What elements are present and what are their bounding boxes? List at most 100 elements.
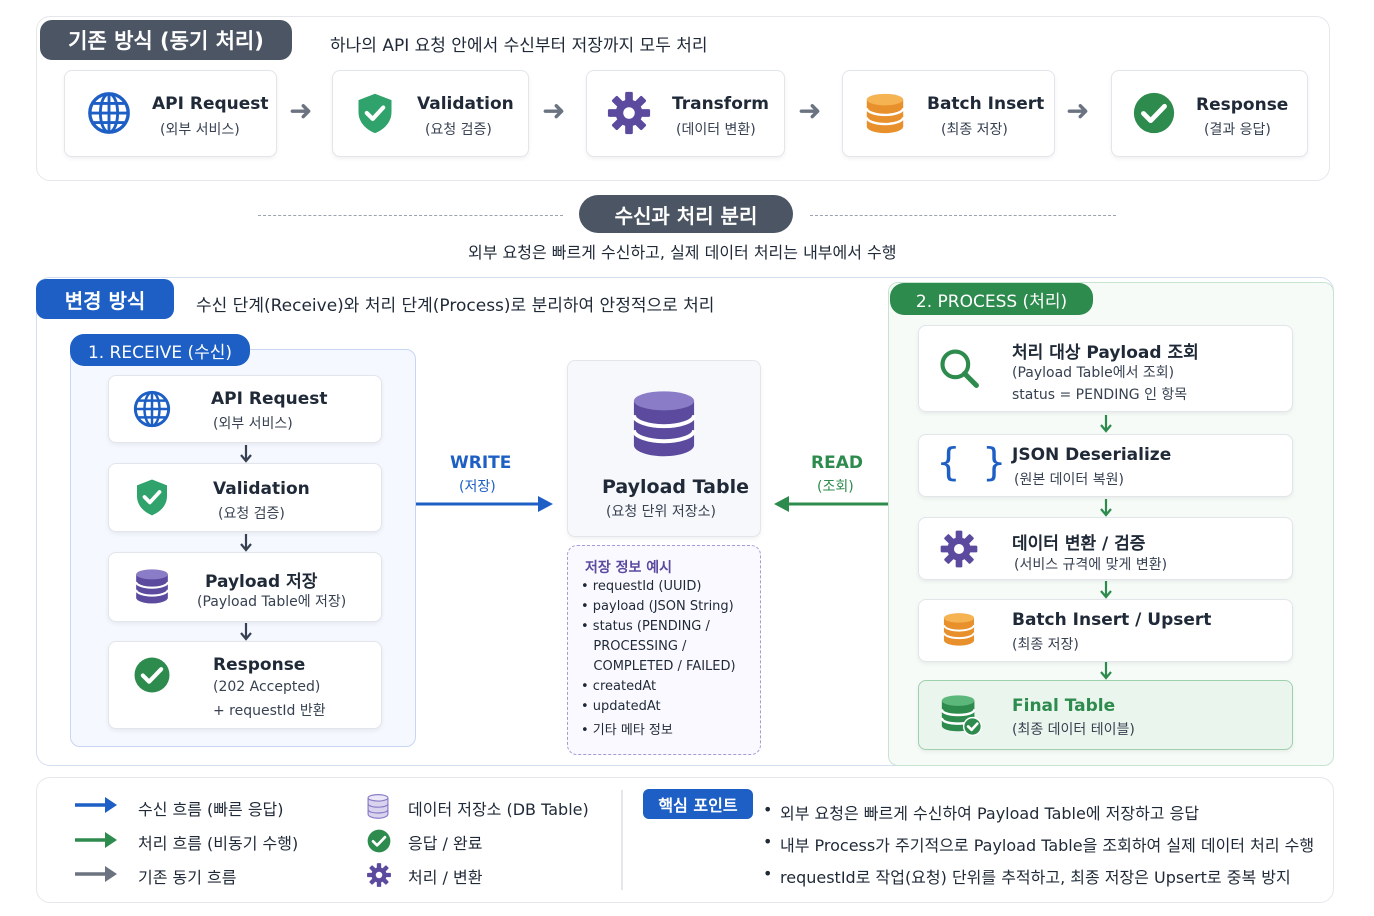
receive-step-sub: (Payload Table에 저장): [197, 594, 347, 610]
flow-arrow: ➜: [798, 94, 822, 127]
legend-item: 처리 / 변환: [408, 868, 483, 887]
legend-item: 데이터 저장소 (DB Table): [408, 800, 589, 819]
down-arrow: [1100, 581, 1112, 599]
process-step-sub: (최종 데이터 테이블): [1012, 722, 1135, 738]
legacy-step-title: Transform: [672, 94, 769, 114]
storage-info-title: 저장 정보 예시: [585, 560, 673, 576]
process-title: 2. PROCESS (처리): [915, 291, 1068, 312]
storage-info-line: • updatedAt: [581, 699, 661, 714]
legacy-step-title: Response: [1196, 95, 1289, 115]
legend-item: 응답 / 완료: [408, 834, 483, 853]
receive-title-pill: 1. RECEIVE (수신): [70, 334, 250, 366]
legacy-step-sub: (데이터 변환): [676, 122, 756, 138]
process-step-title: 데이터 변환 / 검증: [1012, 534, 1146, 554]
receive-step-sub2: + requestId 반환: [213, 703, 326, 719]
database-icon: [364, 791, 392, 821]
changed-title-pill: 변경 방식: [36, 279, 174, 319]
changed-desc: 수신 단계(Receive)와 처리 단계(Process)로 분리하여 안정적…: [196, 296, 715, 316]
legacy-step-sub: (외부 서비스): [160, 122, 240, 138]
storage-info-line: • requestId (UUID): [581, 579, 702, 594]
check-circle-icon: [366, 828, 392, 854]
storage-info-line: • createdAt: [581, 679, 657, 694]
gear-icon: [939, 529, 979, 569]
down-arrow: [240, 534, 252, 552]
globe-icon: [86, 90, 132, 136]
down-arrow: [1100, 662, 1112, 680]
receive-step-sub: (요청 검증): [218, 506, 285, 522]
legacy-step-sub: (결과 응답): [1204, 122, 1271, 138]
divider-title-pill: 수신과 처리 분리: [579, 195, 793, 233]
database-icon: [862, 89, 908, 137]
process-step-title: JSON Deserialize: [1012, 445, 1172, 465]
gear-icon: [606, 90, 652, 136]
process-step-sub: (Payload Table에서 조회): [1012, 365, 1175, 381]
key-point-bullet: •: [763, 832, 773, 851]
key-points-pill: 핵심 포인트: [643, 789, 753, 819]
process-step-title: Batch Insert / Upsert: [1012, 610, 1212, 630]
flow-arrow: ➜: [1066, 94, 1090, 127]
legacy-step-title: Validation: [417, 94, 514, 114]
legend-separator: [621, 790, 623, 890]
legacy-desc: 하나의 API 요청 안에서 수신부터 저장까지 모두 처리: [330, 36, 708, 56]
divider-line-left: [258, 215, 563, 216]
key-point: requestId로 작업(요청) 단위를 추적하고, 최종 저장은 Upser…: [780, 868, 1291, 887]
write-label: WRITE: [450, 453, 512, 473]
read-label: READ: [811, 453, 863, 473]
green-arrow-icon: [75, 832, 117, 848]
legacy-step-sub: (최종 저장): [941, 122, 1008, 138]
storage-info-line: • 기타 메타 정보: [581, 723, 673, 738]
braces-icon: { }: [937, 440, 1006, 484]
gear-icon: [366, 862, 392, 888]
legend-item: 처리 흐름 (비동기 수행): [138, 834, 299, 853]
legacy-step-sub: (요청 검증): [425, 122, 492, 138]
down-arrow: [240, 623, 252, 641]
check-circle-icon: [1131, 90, 1177, 136]
check-circle-icon: [132, 655, 172, 695]
down-arrow: [1100, 415, 1112, 433]
blue-arrow-icon: [75, 797, 117, 813]
storage-info-box: [567, 545, 761, 755]
process-step-sub: (최종 저장): [1012, 637, 1079, 653]
process-step-query: [918, 325, 1293, 412]
receive-step-title: Response: [213, 655, 306, 675]
legacy-step-title: API Request: [152, 94, 269, 114]
read-sub: (조회): [817, 479, 854, 495]
process-step-title: Final Table: [1012, 696, 1116, 716]
key-point-bullet: •: [763, 800, 773, 819]
final-table-icon: [938, 692, 984, 738]
down-arrow: [240, 445, 252, 463]
payload-table-sub: (요청 단위 저장소): [606, 504, 716, 520]
shield-check-icon: [132, 476, 172, 518]
changed-title: 변경 방식: [64, 288, 146, 313]
search-icon: [937, 346, 981, 390]
legacy-title: 기존 방식 (동기 처리): [68, 29, 264, 53]
divider-title: 수신과 처리 분리: [614, 203, 758, 228]
receive-step-title: Validation: [213, 479, 310, 499]
legend-item: 기존 동기 흐름: [138, 868, 237, 887]
write-arrow: [416, 496, 553, 512]
flow-arrow: ➜: [289, 94, 313, 127]
key-point: 내부 Process가 주기적으로 Payload Table을 조회하여 실제…: [780, 836, 1315, 855]
legacy-step-response: [1111, 70, 1308, 157]
receive-title: 1. RECEIVE (수신): [87, 342, 233, 363]
storage-info-line: COMPLETED / FAILED): [581, 659, 736, 674]
receive-step-api-request: [108, 375, 382, 443]
database-icon: [132, 565, 172, 607]
storage-info-line: • payload (JSON String): [581, 599, 734, 614]
key-point: 외부 요청은 빠르게 수신하여 Payload Table에 저장하고 응답: [780, 804, 1200, 823]
down-arrow: [1100, 499, 1112, 517]
process-step-sub2: status = PENDING 인 항목: [1012, 387, 1188, 403]
flow-arrow: ➜: [542, 94, 566, 127]
globe-icon: [132, 389, 172, 429]
receive-step-sub: (외부 서비스): [213, 416, 293, 432]
process-step-title: 처리 대상 Payload 조회: [1012, 343, 1199, 363]
process-title-pill: 2. PROCESS (처리): [890, 283, 1093, 315]
divider-desc: 외부 요청은 빠르게 수신하고, 실제 데이터 처리는 내부에서 수행: [468, 243, 897, 262]
grey-arrow-icon: [75, 866, 117, 882]
payload-table-title: Payload Table: [602, 476, 749, 498]
database-icon: [626, 382, 702, 464]
process-step-sub: (서비스 규격에 맞게 변환): [1014, 557, 1168, 573]
process-step-batch-upsert: [918, 599, 1293, 662]
receive-step-title: Payload 저장: [205, 572, 318, 592]
storage-info-line: • status (PENDING /: [581, 619, 710, 634]
